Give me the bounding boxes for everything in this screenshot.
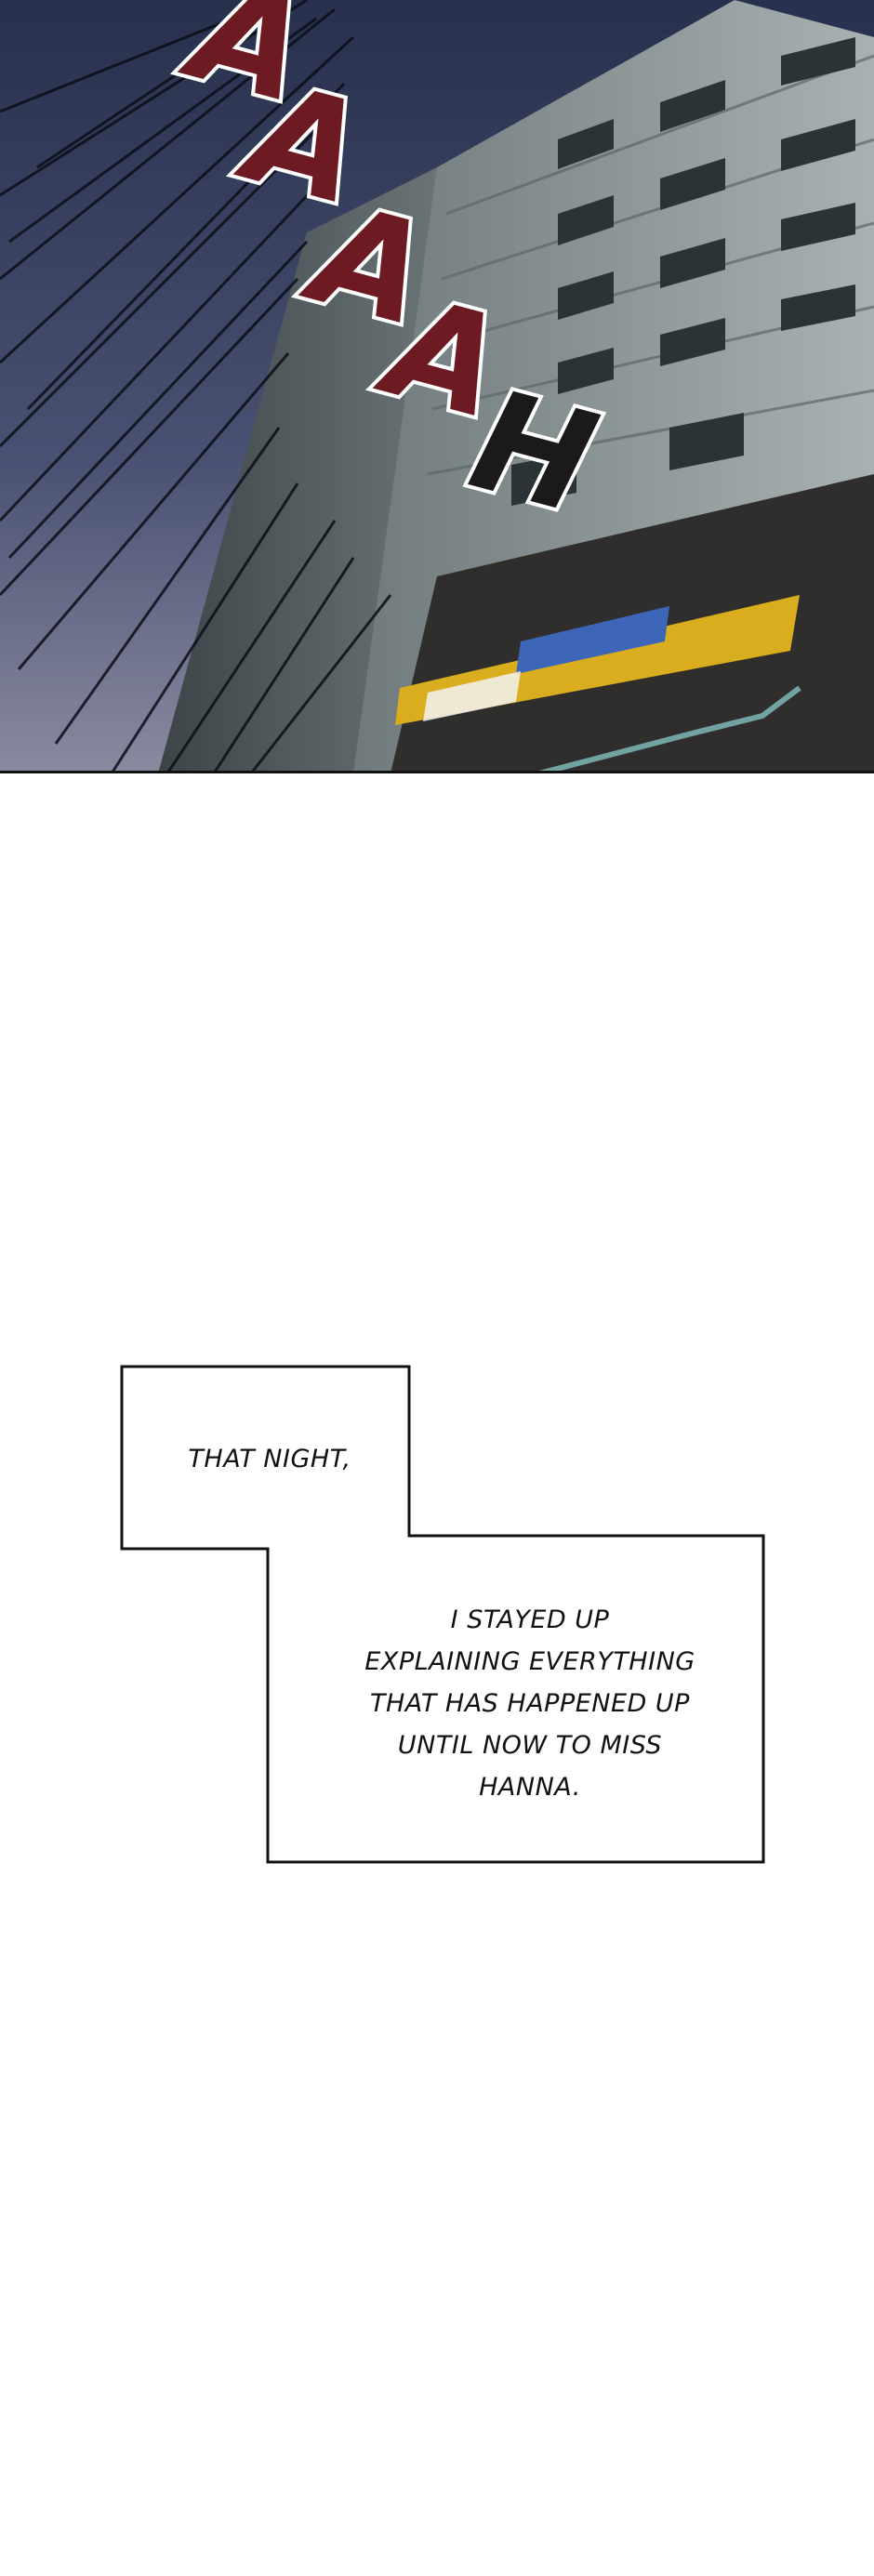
building-side-dark (158, 167, 437, 771)
building-windows (511, 37, 855, 506)
caption-line: explaining everything (364, 1647, 695, 1676)
caption-explanation: I stayed up explaining everything that h… (353, 1599, 707, 1808)
caption-line: I stayed up (450, 1605, 610, 1634)
store-sign-white-panel (423, 671, 521, 721)
caption-line: Hanna. (479, 1773, 581, 1802)
speed-lines (0, 0, 392, 771)
store-sign-blue-panel (516, 606, 669, 674)
caption-line: until now to Miss (397, 1731, 663, 1760)
neon-light (538, 685, 801, 771)
caption-line: that has happened up (370, 1689, 690, 1718)
caption-that-night: That night, (188, 1445, 351, 1473)
top-panel-city-scene: A A A A H (0, 0, 874, 773)
building-night-illustration: A A A A H (0, 0, 874, 771)
